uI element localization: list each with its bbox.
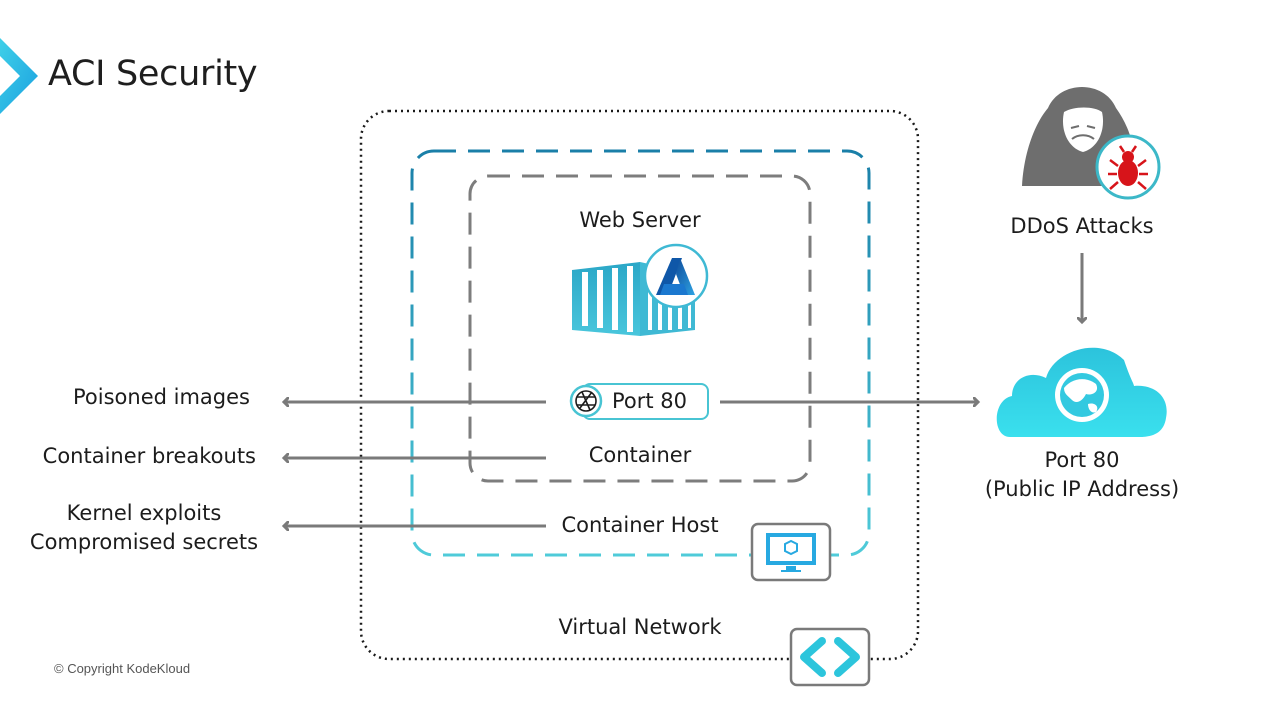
public-ip-address-label: (Public IP Address) xyxy=(984,477,1180,501)
threat-container-breakouts: Container breakouts xyxy=(42,444,256,468)
container-host-label: Container Host xyxy=(561,513,719,537)
port-80-label: Port 80 xyxy=(612,389,688,413)
virtual-network-icon xyxy=(789,627,871,687)
public-ip-label: Port 80 (Public IP Address) xyxy=(962,446,1202,504)
globe-network-icon xyxy=(575,390,597,412)
threat-compromised-secrets: Compromised secrets xyxy=(29,530,259,554)
virtual-network-label: Virtual Network xyxy=(558,615,722,639)
threat-kernel-and-secrets: Kernel exploits Compromised secrets xyxy=(14,499,274,557)
bug-icon xyxy=(1095,134,1161,200)
ddos-attacks-label: DDoS Attacks xyxy=(1010,214,1154,238)
web-server-label: Web Server xyxy=(579,208,701,232)
slide-title: ACI Security xyxy=(48,54,258,94)
title-chevron-icon xyxy=(0,38,38,114)
container-host-boundary xyxy=(410,149,871,557)
threat-poisoned-images: Poisoned images xyxy=(73,385,250,409)
threat-kernel-exploits: Kernel exploits xyxy=(66,501,222,525)
container-label: Container xyxy=(588,443,692,467)
globe-icon xyxy=(1055,368,1109,422)
copyright-notice: © Copyright KodeKloud xyxy=(54,661,191,676)
container-host-vm-icon xyxy=(750,522,832,582)
public-port-label: Port 80 xyxy=(1044,448,1120,472)
azure-logo-icon xyxy=(643,243,709,309)
container-boundary xyxy=(468,174,812,483)
